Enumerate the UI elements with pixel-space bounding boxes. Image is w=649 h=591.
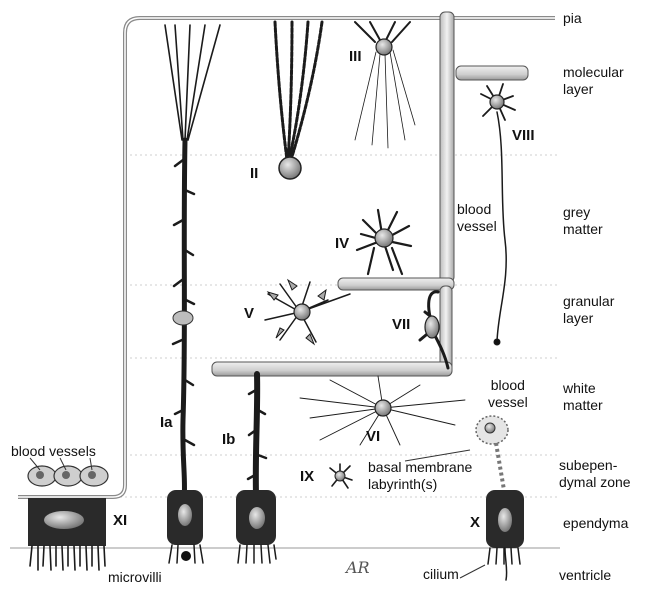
label-blood-vessel-lower-line2: vessel [488, 394, 528, 411]
label-pia: pia [563, 10, 582, 27]
label-grey-line2: matter [563, 221, 603, 238]
label-ventricle: ventricle [559, 567, 611, 584]
label-cell-v: V [244, 305, 254, 323]
label-cell-xi: XI [113, 512, 127, 530]
cell-x-tanycyte [486, 490, 524, 580]
label-granular-line1: granular [563, 293, 614, 310]
label-granular-line2: layer [563, 310, 614, 327]
label-cell-viii: VIII [512, 127, 535, 145]
label-cell-ix: IX [300, 468, 314, 486]
cell-xi-choroid-plexus [28, 498, 106, 570]
label-molecular-line1: molecular [563, 64, 624, 81]
label-subependymal: subepen- dymal zone [559, 457, 631, 491]
cell-vi-fibrous-astrocyte [300, 376, 465, 445]
label-microvilli: microvilli [108, 569, 162, 586]
label-blood-vessel-upper-line1: blood [457, 201, 497, 218]
label-cilium: cilium [423, 566, 459, 583]
cell-v-astrocyte [265, 280, 350, 344]
blood-vessels-group [28, 458, 108, 486]
label-blood-vessel-upper-line2: vessel [457, 218, 497, 235]
label-blood-vessels: blood vessels [11, 443, 96, 460]
cell-ii-bergmann-glia [275, 22, 322, 179]
label-basal-membrane-line1: basal membrane [368, 459, 472, 476]
label-grey-line1: grey [563, 204, 603, 221]
label-cell-iii: III [349, 48, 362, 66]
label-cell-ib: Ib [222, 431, 235, 449]
cell-ix-astrocyte [330, 464, 352, 488]
label-basal-membrane: basal membrane labyrinth(s) [368, 459, 472, 493]
pia-outline [18, 18, 555, 497]
artist-signature: AR [346, 558, 370, 577]
label-grey-matter: grey matter [563, 204, 603, 238]
blood-vessel-main [212, 12, 528, 376]
label-cell-ia: Ia [160, 414, 173, 432]
leader-cilium [460, 565, 485, 578]
label-molecular-line2: layer [563, 81, 624, 98]
label-subependymal-line2: dymal zone [559, 474, 631, 491]
label-subependymal-line1: subepen- [559, 457, 631, 474]
label-basal-membrane-line2: labyrinth(s) [368, 476, 472, 493]
label-white-matter: white matter [563, 380, 603, 414]
cell-iv-protoplasmic-astrocyte [357, 210, 411, 274]
label-blood-vessel-lower: blood vessel [488, 377, 528, 411]
label-white-line2: matter [563, 397, 603, 414]
label-blood-vessel-upper: blood vessel [457, 201, 497, 235]
label-cell-ii: II [250, 165, 258, 183]
blood-vessel-small [476, 416, 508, 490]
label-cell-vi: VI [366, 428, 380, 446]
cell-ib-radial-glia [236, 374, 276, 563]
cell-ia-radial-glia [165, 25, 220, 563]
label-white-line1: white [563, 380, 603, 397]
label-cell-iv: IV [335, 235, 349, 253]
label-cell-x: X [470, 514, 480, 532]
label-cell-vii: VII [392, 316, 410, 334]
label-ependyma: ependyma [563, 515, 628, 532]
label-granular: granular layer [563, 293, 614, 327]
label-molecular: molecular layer [563, 64, 624, 98]
label-blood-vessel-lower-line1: blood [488, 377, 528, 394]
cell-iii-marginal-glia [355, 22, 415, 148]
